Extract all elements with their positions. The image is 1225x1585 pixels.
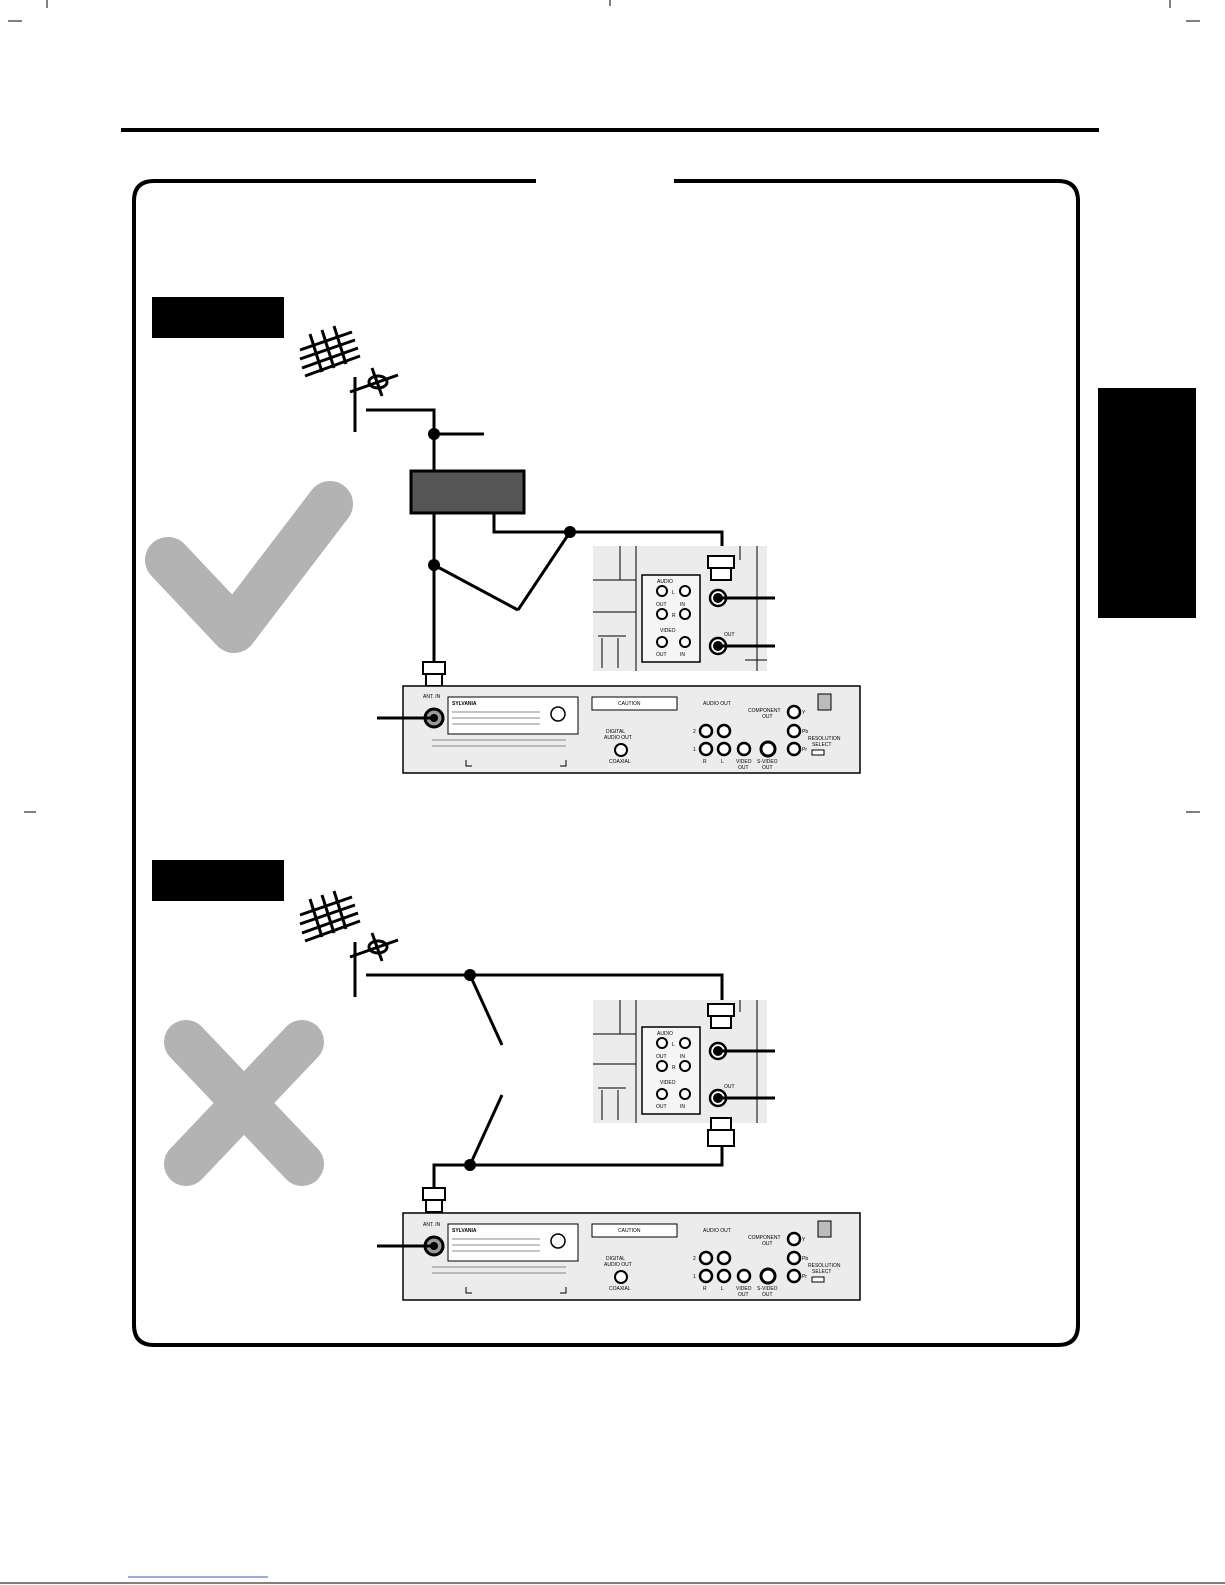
dvd-num-2-label: 2 xyxy=(693,1256,696,1262)
dvd-coaxial-label: COAXIAL xyxy=(609,759,631,765)
dvd-coaxial-label: COAXIAL xyxy=(609,1286,631,1292)
dvd-svideo-out-label: OUT xyxy=(762,765,773,771)
dvd-video-label: VIDEO xyxy=(736,1286,752,1292)
dvd-audio-r-label: R xyxy=(703,1286,707,1292)
dvd-component-out-label: OUT xyxy=(762,1241,773,1247)
coax-plug-icon xyxy=(422,1187,446,1213)
tv-audio-in-label: IN xyxy=(680,602,685,608)
tv-video-out-label: OUT xyxy=(656,652,667,658)
dvd-digital-label: DIGITAL xyxy=(606,729,625,735)
tv-ant-out-label: OUT xyxy=(724,1084,735,1090)
tv-video-label: VIDEO xyxy=(660,1080,676,1086)
dvd-num-1-label: 1 xyxy=(693,1274,696,1280)
cable-tv-to-player xyxy=(432,1094,724,1188)
tv-audio-out-label: OUT xyxy=(656,602,667,608)
tv-audio-label: AUDIO xyxy=(657,579,673,585)
dvd-audio-out-label: AUDIO OUT xyxy=(703,1228,731,1234)
ok-section-label-box xyxy=(152,297,284,338)
cable-splitter-to-tv xyxy=(433,513,724,612)
tv-audio-label: AUDIO xyxy=(657,1031,673,1037)
cable-node xyxy=(713,1046,723,1056)
ng-section-label-box xyxy=(152,860,284,901)
dvd-y-label: Y xyxy=(802,710,806,716)
dvd-back-panel-bottom: ANT. IN SYLVANIA CAUTION DIGITAL AUDIO O… xyxy=(402,1212,861,1301)
dvd-caution-label: CAUTION xyxy=(618,701,641,707)
tv-video-in-label: IN xyxy=(680,1104,685,1110)
cross-mark-icon xyxy=(164,1020,324,1186)
dvd-digital-audio-out-label: AUDIO OUT xyxy=(604,735,632,741)
dvd-video-out-label: OUT xyxy=(738,765,749,771)
dvd-pr-label: Pr xyxy=(802,747,807,753)
dvd-resolution-label: RESOLUTION xyxy=(808,736,841,742)
dvd-video-label: VIDEO xyxy=(736,759,752,765)
splitter-box xyxy=(409,469,526,515)
tv-callout-lines xyxy=(718,1049,775,1100)
dvd-brand-label: SYLVANIA xyxy=(452,701,477,707)
dvd-video-out-label: OUT xyxy=(738,1292,749,1298)
cable-node xyxy=(464,969,476,981)
cable-node xyxy=(428,428,440,440)
antenna-icon xyxy=(299,325,399,432)
header-rule xyxy=(121,128,1099,132)
tv-audio-in-label: IN xyxy=(680,1054,685,1060)
cable-node xyxy=(713,593,723,603)
dvd-ant-in-label: ANT. IN xyxy=(423,694,441,700)
dvd-y-label: Y xyxy=(802,1237,806,1243)
dvd-pb-label: Pb xyxy=(802,1256,808,1262)
tv-audio-r-label: R xyxy=(672,613,676,619)
tv-back-panel-top: AUDIO L R OUT IN VIDEO OUT IN OUT xyxy=(593,546,767,671)
dvd-resolution-select-label: SELECT xyxy=(812,742,831,748)
cable-antenna-to-splitter xyxy=(366,408,484,471)
dvd-digital-label: DIGITAL xyxy=(606,1256,625,1262)
tv-back-panel-bottom: AUDIO L R OUT IN VIDEO OUT IN OUT xyxy=(593,1000,767,1147)
tv-audio-l-label: L xyxy=(672,1042,675,1048)
dvd-digital-audio-out-label: AUDIO OUT xyxy=(604,1262,632,1268)
cable-node xyxy=(464,1159,476,1171)
dvd-svideo-label: S-VIDEO xyxy=(757,759,778,765)
dvd-pb-label: Pb xyxy=(802,729,808,735)
dvd-audio-out-label: AUDIO OUT xyxy=(703,701,731,707)
cable-antenna-to-tv xyxy=(366,973,724,1046)
cable-node xyxy=(713,641,723,651)
dvd-component-label: COMPONENT xyxy=(748,1235,781,1241)
dvd-pr-label: Pr xyxy=(802,1274,807,1280)
tv-audio-l-label: L xyxy=(672,590,675,596)
main-frame xyxy=(132,179,1080,1347)
dvd-audio-r-label: R xyxy=(703,759,707,765)
cable-node xyxy=(428,559,440,571)
dvd-component-out-label: OUT xyxy=(762,714,773,720)
dvd-audio-l-label: L xyxy=(721,759,724,765)
dvd-resolution-select-label: SELECT xyxy=(812,1269,831,1275)
cable-node xyxy=(564,526,576,538)
cable-node xyxy=(713,1093,723,1103)
dvd-svideo-out-label: OUT xyxy=(762,1292,773,1298)
tv-video-out-label: OUT xyxy=(656,1104,667,1110)
dvd-back-panel-top: ANT. IN SYLVANIA CAUTION DIGITAL AUDIO O… xyxy=(402,685,861,774)
tv-video-in-label: IN xyxy=(680,652,685,658)
dvd-num-2-label: 2 xyxy=(693,729,696,735)
dvd-num-1-label: 1 xyxy=(693,747,696,753)
dvd-caution-label: CAUTION xyxy=(618,1228,641,1234)
cable-node xyxy=(430,714,438,722)
check-mark-icon xyxy=(145,481,353,653)
tv-audio-r-label: R xyxy=(672,1065,676,1071)
dvd-brand-label: SYLVANIA xyxy=(452,1228,477,1234)
dvd-ant-in-label: ANT. IN xyxy=(423,1222,441,1228)
dvd-svideo-label: S-VIDEO xyxy=(757,1286,778,1292)
dvd-component-label: COMPONENT xyxy=(748,708,781,714)
cable-node xyxy=(430,1242,438,1250)
tv-ant-out-label: OUT xyxy=(724,632,735,638)
tv-callout-lines xyxy=(718,596,775,648)
antenna-icon xyxy=(299,890,399,997)
dvd-audio-l-label: L xyxy=(721,1286,724,1292)
tv-audio-out-label: OUT xyxy=(656,1054,667,1060)
section-thumb-tab xyxy=(1098,388,1196,618)
coax-plug-icon xyxy=(422,661,446,687)
tv-video-label: VIDEO xyxy=(660,628,676,634)
dvd-resolution-label: RESOLUTION xyxy=(808,1263,841,1269)
